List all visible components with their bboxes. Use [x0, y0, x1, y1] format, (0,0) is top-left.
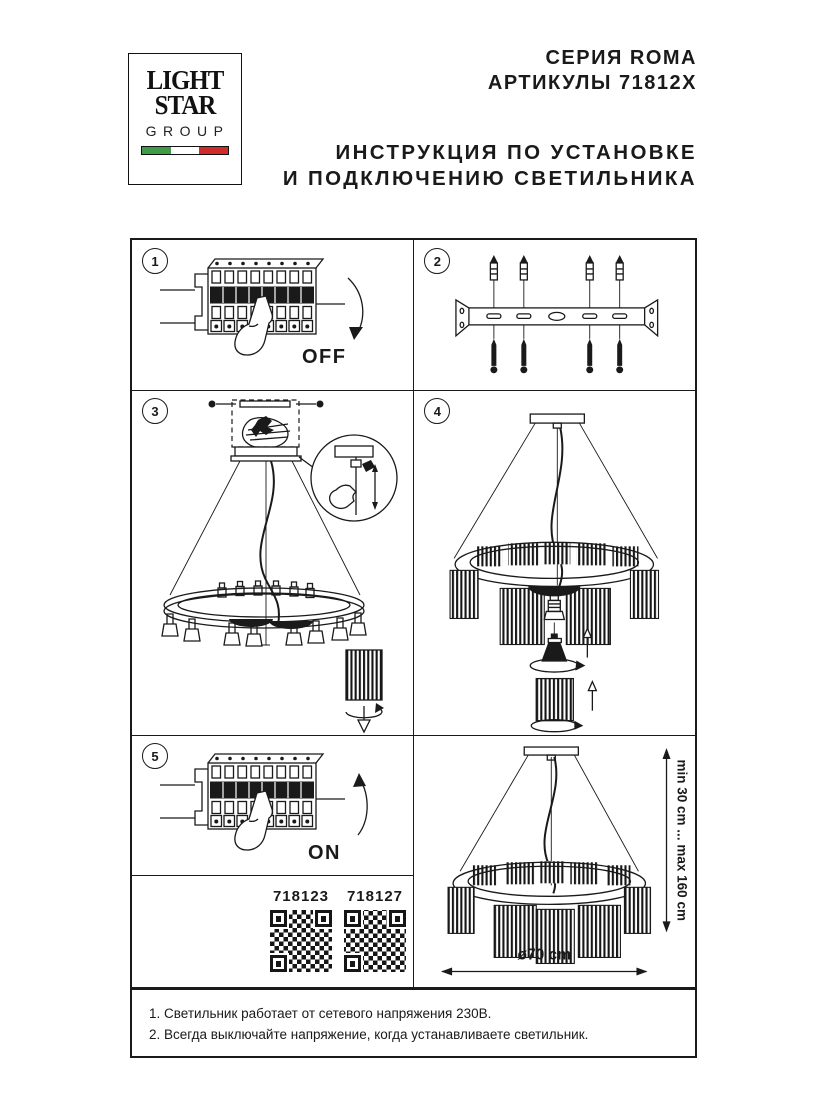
note-line-2: 2. Всегда выключайте напряжение, когда у… — [149, 1027, 589, 1043]
step-5-badge: 5 — [142, 743, 168, 769]
row-divider-1 — [132, 390, 695, 392]
flag-white — [170, 146, 200, 154]
row-divider-3-left — [132, 875, 413, 877]
flag-green — [142, 146, 171, 154]
off-label: OFF — [302, 346, 347, 368]
diameter-dimension: ø70 cm — [441, 946, 648, 976]
flag-red — [199, 146, 229, 154]
note-line-1: 1. Светильник работает от сетевого напря… — [149, 1005, 492, 1021]
height-dimension-label: min 30 cm ... max 160 cm — [675, 759, 690, 921]
breaker-on-drawing: ON — [132, 735, 368, 864]
on-label: ON — [308, 842, 341, 864]
row-divider-2 — [132, 735, 695, 737]
step-3-badge: 3 — [142, 398, 168, 424]
step-2-badge: 2 — [424, 248, 451, 274]
qr-code-image — [344, 910, 406, 973]
chandelier-mounting-drawing — [161, 399, 398, 734]
qr-finder-icon — [344, 955, 361, 973]
chandelier-assembly-drawing — [449, 413, 660, 733]
qr-code-image — [270, 910, 332, 973]
qr-finder-icon — [270, 955, 287, 973]
diameter-dimension-label: ø70 cm — [518, 946, 571, 963]
column-divider — [413, 240, 415, 987]
step-2-panel: 2 — [414, 240, 695, 390]
instruction-title-line2: И ПОДКЛЮЧЕНИЮ СВЕТИЛЬНИКА — [282, 167, 697, 191]
instruction-title-line1: ИНСТРУКЦИЯ ПО УСТАНОВКЕ — [335, 141, 697, 164]
logo-word-star: STAR — [154, 89, 217, 120]
chandelier-dimensions-drawing: min 30 cm ... max 160 cm ø70 cm — [441, 746, 690, 976]
cable-adjuster-inset — [298, 434, 398, 522]
step-3-panel: 3 — [132, 390, 413, 735]
qr-finder-icon — [389, 910, 406, 928]
italian-flag-bar — [141, 145, 229, 155]
qr-code-label: 718127 — [346, 888, 404, 906]
qr-finder-icon — [270, 910, 287, 928]
qr-finder-icon — [315, 910, 332, 928]
step-1-badge: 1 — [142, 248, 168, 274]
step-4-panel: 4 — [414, 390, 695, 735]
qr-code-label: 718123 — [272, 888, 330, 906]
logo-word-group: GROUP — [145, 122, 230, 139]
breaker-off-drawing: OFF — [132, 240, 364, 368]
safety-notes: 1. Светильник работает от сетевого напря… — [130, 987, 697, 1058]
logo-word-light: LIGHT — [146, 65, 225, 95]
mounting-bracket-drawing — [455, 254, 659, 374]
articles-title: АРТИКУЛЫ 71812X — [487, 72, 697, 94]
header-text: СЕРИЯ ROMA АРТИКУЛЫ 71812X ИНСТРУКЦИЯ ПО… — [283, 46, 697, 192]
lightstar-logo: LIGHT STAR GROUP — [128, 53, 242, 185]
step-5-panel: 5 ON — [132, 735, 413, 875]
qr-panel: 718123 718127 — [132, 876, 413, 987]
qr-item-718123: 718123 — [270, 888, 332, 973]
height-dimension: min 30 cm ... max 160 cm — [662, 748, 690, 933]
dimensions-panel: min 30 cm ... max 160 cm ø70 cm — [414, 735, 695, 987]
qr-finder-icon — [344, 910, 361, 928]
step-1-panel: 1 OFF — [132, 240, 413, 390]
qr-item-718127: 718127 — [344, 888, 406, 973]
steps-grid: 1 OFF 2 — [130, 238, 697, 989]
step-4-badge: 4 — [424, 398, 451, 424]
shade-install-drawing — [345, 649, 384, 734]
series-title: СЕРИЯ ROMA — [545, 47, 697, 69]
